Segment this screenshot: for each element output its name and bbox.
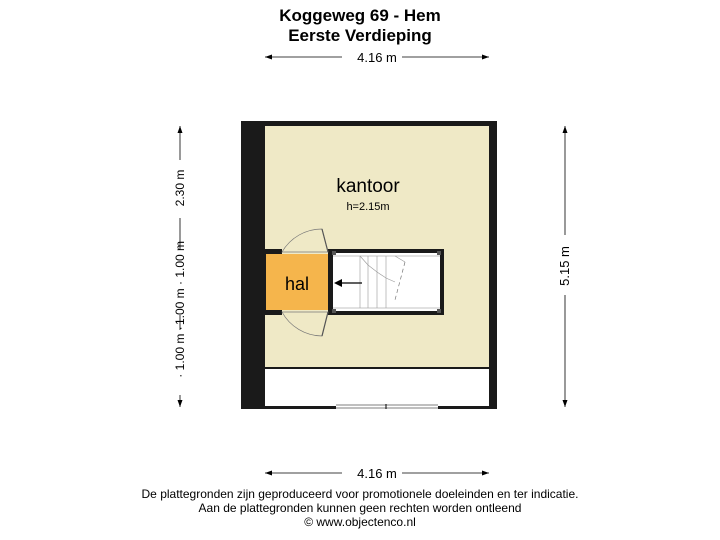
left-middle-label: 1.00 m · 1.00 m [173,241,187,325]
window-bottom [336,404,438,409]
room-label-hal: hal [285,274,309,294]
room-unlabeled-strip [265,368,489,406]
left-lower-label: · 1.00 m · [173,326,187,377]
door-swing-bottom [281,311,329,337]
left-upper-label: 2.30 m [173,170,187,207]
top-width-label: 4.16 m [357,50,397,65]
plan-title: Koggeweg 69 - Hem [279,6,441,25]
bottom-width-label: 4.16 m [357,466,397,481]
plan-floor-name: Eerste Verdieping [288,26,432,45]
left-dimension: 2.30 m 1.00 m · 1.00 m · 1.00 m · [173,126,187,407]
right-dimension: 5.15 m [557,126,572,407]
room-height-kantoor: h=2.15m [346,201,389,213]
top-dimension: 4.16 m [265,50,489,65]
stairwell [328,249,444,315]
room-label-kantoor: kantoor [336,176,400,197]
copyright-line: © www.objectenco.nl [304,515,416,529]
stair-direction-arrow-icon [334,279,342,287]
door-swing-top [281,228,329,253]
right-height-label: 5.15 m [557,246,572,286]
room-hal [266,254,328,310]
bottom-dimension: 4.16 m [265,466,489,481]
disclaimer-line-2: Aan de plattegronden kunnen geen rechten… [198,501,522,515]
disclaimer-line-1: De plattegronden zijn geproduceerd voor … [141,487,579,501]
